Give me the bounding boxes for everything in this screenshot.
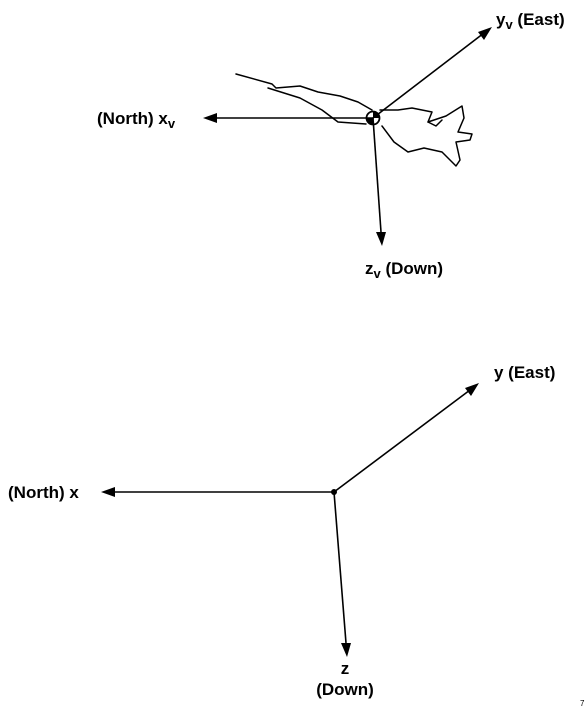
figure-number: 7 xyxy=(580,699,585,708)
reference-frame: (North) x y (East) z (Down) xyxy=(8,363,555,699)
zv-arrowhead xyxy=(376,232,386,246)
z-axis-line xyxy=(333,491,347,644)
yv-axis-label-subscript: v xyxy=(505,17,513,32)
x-axis-label: (North) x xyxy=(8,483,79,502)
z-axis-label-down: (Down) xyxy=(316,680,374,699)
z-arrowhead xyxy=(341,643,351,657)
yv-arrowhead xyxy=(478,27,492,40)
yv-axis-label-symbol: y xyxy=(496,10,506,29)
xv-axis-label: (North) xv xyxy=(97,109,176,131)
vehicle-frame: (North) xv yv (East) zv (Down) xyxy=(97,10,565,281)
xv-axis-label-subscript: v xyxy=(168,116,176,131)
zv-axis-label-symbol: z xyxy=(365,259,374,278)
xv-axis-label-prefix: (North) xyxy=(97,109,158,128)
z-axis-label-symbol: z xyxy=(341,659,350,678)
y-axis-line xyxy=(333,389,471,493)
yv-axis-label-suffix: (East) xyxy=(513,10,565,29)
yv-axis-line xyxy=(372,32,485,119)
x-arrowhead xyxy=(101,487,115,497)
zv-axis-label: zv (Down) xyxy=(365,259,443,281)
zv-axis-label-suffix: (Down) xyxy=(381,259,443,278)
zv-axis-line xyxy=(372,117,382,233)
y-arrowhead xyxy=(465,383,479,396)
xv-axis-label-symbol: x xyxy=(158,109,168,128)
xv-arrowhead xyxy=(203,113,217,123)
zv-axis-label-subscript: v xyxy=(374,266,382,281)
aircraft-icon xyxy=(235,73,473,167)
y-axis-label: y (East) xyxy=(494,363,555,382)
yv-axis-label: yv (East) xyxy=(496,10,565,32)
